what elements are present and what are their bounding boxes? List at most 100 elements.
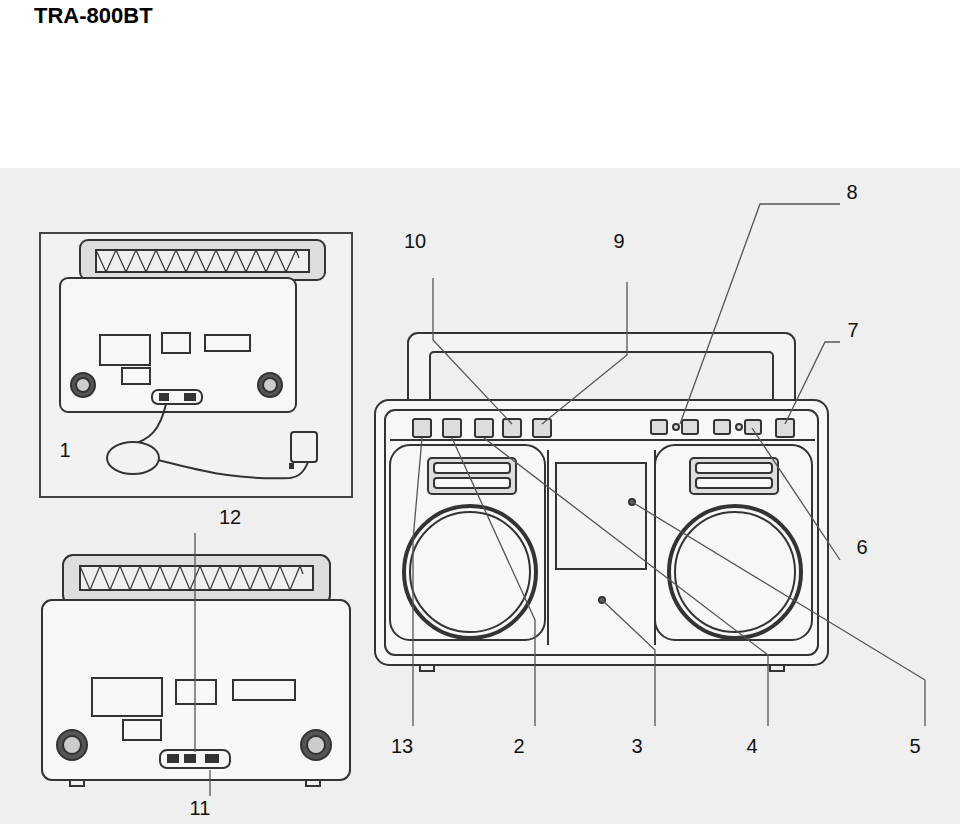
front-view-part	[654, 450, 656, 645]
leader-lines-part	[413, 438, 422, 726]
leader-lines-part	[602, 600, 655, 726]
front-view-part	[533, 419, 551, 437]
back-view-with-adapter-part	[185, 394, 195, 400]
front-view-part	[655, 445, 812, 640]
back-view-part	[233, 680, 295, 700]
front-view-part	[776, 419, 794, 437]
back-view-with-adapter-part	[96, 250, 309, 272]
back-view-with-adapter-part	[258, 373, 282, 397]
callout-number: 1	[59, 440, 70, 460]
back-view-part	[307, 736, 325, 754]
front-view-part	[413, 419, 794, 437]
back-view-with-adapter-part	[158, 460, 308, 478]
back-view-part	[185, 755, 195, 762]
front-view-part	[651, 420, 667, 434]
front-view-part	[413, 419, 431, 437]
back-view-with-adapter-part	[205, 335, 250, 351]
front-view-part	[696, 463, 772, 473]
callout-number: 8	[846, 182, 857, 202]
front-view-part	[745, 420, 761, 434]
front-view-part	[669, 506, 801, 638]
back-view-part	[80, 566, 303, 590]
back-view-part	[63, 555, 330, 605]
callout-number: 3	[631, 736, 642, 756]
front-view-part	[404, 506, 536, 638]
leader-lines-part	[484, 438, 768, 726]
callout-number: 13	[391, 736, 413, 756]
leader-lines-part	[452, 438, 535, 726]
front-view	[375, 333, 828, 671]
back-view-with-adapter-part	[263, 378, 277, 392]
front-view-part	[428, 458, 516, 494]
front-view-part	[547, 450, 549, 645]
back-view-part	[80, 566, 313, 590]
front-view-part	[556, 463, 646, 569]
back-view-part	[176, 680, 216, 704]
leader-lines-part	[209, 770, 210, 796]
callout-number: 9	[613, 231, 624, 251]
back-view-part	[123, 720, 161, 740]
front-view-part	[475, 419, 493, 437]
back-view-part	[206, 755, 218, 762]
front-view-part	[385, 410, 818, 655]
model-title: TRA-800BT	[34, 4, 153, 28]
back-view-with-adapter-part	[122, 368, 150, 384]
back-view-part	[57, 730, 87, 760]
leader-lines-part	[632, 502, 925, 726]
back-view-with-adapter-part	[71, 373, 95, 397]
back-view-with-adapter-part	[160, 394, 168, 400]
back-view-with-adapter-part	[290, 464, 293, 468]
callout-number: 6	[856, 537, 867, 557]
back-view-with-adapter	[40, 233, 352, 497]
callout-number: 7	[847, 320, 858, 340]
back-view-part	[42, 600, 350, 780]
leader-lines-part	[194, 533, 195, 752]
front-view-part	[443, 419, 461, 437]
back-view-with-adapter-part	[60, 278, 296, 412]
front-view-part	[675, 512, 795, 632]
back-view-with-adapter-part	[107, 442, 159, 474]
back-view-part	[168, 755, 178, 762]
leader-lines-part	[542, 282, 627, 424]
background-panel	[0, 168, 960, 824]
front-view-part	[736, 424, 742, 430]
back-view-with-adapter-part	[76, 378, 90, 392]
back-view	[42, 555, 350, 786]
front-view-part	[673, 424, 679, 430]
front-view-part	[682, 420, 698, 434]
back-view-part	[70, 780, 84, 786]
front-view-part	[434, 463, 510, 473]
back-view-with-adapter-part	[96, 250, 299, 272]
leader-lines-part	[433, 278, 512, 424]
callout-number: 2	[513, 736, 524, 756]
back-view-with-adapter-part	[80, 240, 325, 280]
front-view-part	[690, 458, 778, 494]
back-view-part	[301, 730, 331, 760]
callout-number: 5	[909, 736, 920, 756]
leader-lines-part	[752, 428, 840, 560]
front-view-part	[503, 419, 521, 437]
back-view-with-adapter-part	[130, 404, 166, 445]
back-view-with-adapter-part	[291, 432, 317, 462]
back-view-with-adapter-part	[100, 335, 150, 365]
leader-lines-part	[680, 204, 840, 424]
leader-lines-part	[785, 342, 840, 424]
callout-number: 12	[219, 507, 241, 527]
back-view-with-adapter-part	[40, 233, 352, 497]
back-view-part	[306, 780, 320, 786]
back-view-part	[92, 678, 162, 716]
front-view-part	[770, 665, 784, 671]
back-view-part	[160, 750, 230, 768]
front-view-part	[420, 665, 434, 671]
leader-lines	[195, 204, 925, 796]
front-view-part	[410, 512, 530, 632]
front-view-part	[714, 420, 730, 434]
back-view-with-adapter-part	[152, 390, 202, 404]
back-view-part	[63, 736, 81, 754]
callout-number: 11	[190, 798, 211, 818]
callout-number: 10	[404, 231, 426, 251]
back-view-with-adapter-part	[162, 333, 190, 353]
callout-number: 4	[746, 736, 757, 756]
